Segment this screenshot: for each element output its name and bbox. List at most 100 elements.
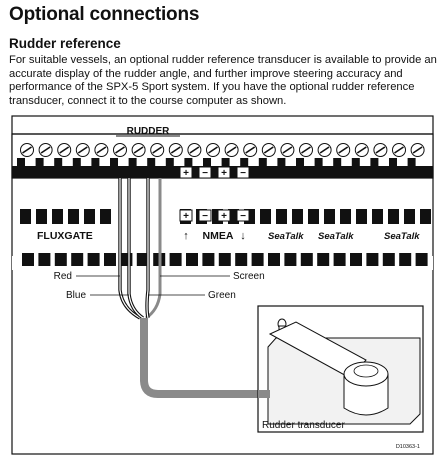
top-minus-2: − [240,168,246,179]
strip-plug [202,253,215,266]
block-tooth [54,158,63,166]
nmea-minus-2: − [240,211,246,222]
strip-tooth [36,209,47,224]
wire-bundle [118,178,266,398]
strip-plug [300,253,313,266]
wire-label-green: Green [208,290,236,301]
block-tooth [296,158,304,166]
wire-label-blue: Blue [66,290,86,301]
terminal-screw [261,143,276,157]
strip-tooth [356,209,367,224]
block-tooth [351,158,360,166]
strip-plug [87,253,100,266]
connector-strip [12,209,433,270]
terminal-screw [243,143,258,157]
terminal-screw [373,143,388,157]
terminal-screw [75,143,90,157]
top-polarity-marks [179,166,250,179]
strip-plug [399,253,412,266]
terminal-screw [299,143,313,157]
strip-plug [71,253,84,266]
strip-tooth [420,209,431,224]
body-paragraph: For suitable vessels, an optional rudder… [9,54,437,107]
wire-blue-core [128,178,144,319]
cable [140,318,266,398]
nmea-out-arrow: ↓ [240,230,246,242]
terminal-screw [392,143,406,157]
block-tooth [389,158,397,166]
top-screw-row [20,143,425,157]
nmea-minus-1: − [202,211,208,222]
strip-tooth [308,209,319,224]
terminal-screw [354,143,369,157]
block-tooth [221,158,230,166]
block-tooth [370,158,379,166]
strip-tooth [372,209,383,224]
strip-plug [382,253,395,266]
section-title: Rudder reference [9,36,121,51]
block-tooth [128,158,137,166]
strip-plug [169,253,182,266]
strip-plug [268,253,280,266]
terminal-screw [150,143,165,157]
strip-tooth [292,209,303,224]
terminal-screw [317,143,332,157]
block-tooth [240,158,249,166]
top-plus-2: + [221,168,227,179]
block-tooth [91,158,100,166]
seatalk-label-1: SeaTalk [268,231,304,242]
strip-tooth [100,209,111,224]
strip-tooth [20,209,31,224]
strip-tooth [68,209,79,224]
block-tooth [407,158,416,166]
strip-plug [22,253,34,266]
strip-tooth [340,209,351,224]
wire-red-core [119,178,141,319]
nmea-polarity-marks [179,209,250,222]
terminal-screw [131,143,146,157]
strip-plug [350,253,362,266]
nmea-plus-1: + [183,211,189,222]
wire-leaders [76,275,230,296]
wire-green-core [146,178,149,319]
transducer-panel [257,305,424,433]
terminal-screw [280,143,295,157]
strip-plug [317,253,330,266]
strip-tooth [276,209,287,224]
terminal-screw [94,143,109,157]
strip-plug [120,253,133,266]
terminal-screw [113,143,127,157]
wire-label-screen: Screen [233,271,265,282]
block-tooth [165,158,174,166]
strip-plug [251,253,264,266]
strip-tooth [260,209,271,224]
strip-plug [186,253,198,266]
strip-tooth [52,209,63,224]
seatalk-label-3: SeaTalk [384,231,420,242]
terminal-screw [336,143,351,157]
lower-block-plugs [22,253,428,266]
strip-tooth [228,209,239,224]
seatalk-label-2: SeaTalk [318,231,354,242]
rudder-block-label: RUDDER [127,126,171,137]
strip-plug [333,253,346,266]
block-tooth [333,158,342,166]
block-tooth [203,158,211,166]
figure-code: D10363-1 [396,444,420,450]
block-tooth [17,158,25,166]
terminal-screw [224,143,239,157]
block-tooth [72,158,81,166]
block-tooth [314,158,323,166]
strip-plug [104,253,116,266]
strip-plug [54,253,67,266]
strip-plug [136,253,149,266]
block-tooth [35,158,44,166]
strip-plug [284,253,297,266]
strip-tooth [388,209,399,224]
terminal-screw [206,143,220,157]
block-tooth [258,158,267,166]
top-block-teeth [17,158,416,166]
fluxgate-label: FLUXGATE [37,230,93,242]
nmea-in-arrow: ↑ [183,230,189,242]
